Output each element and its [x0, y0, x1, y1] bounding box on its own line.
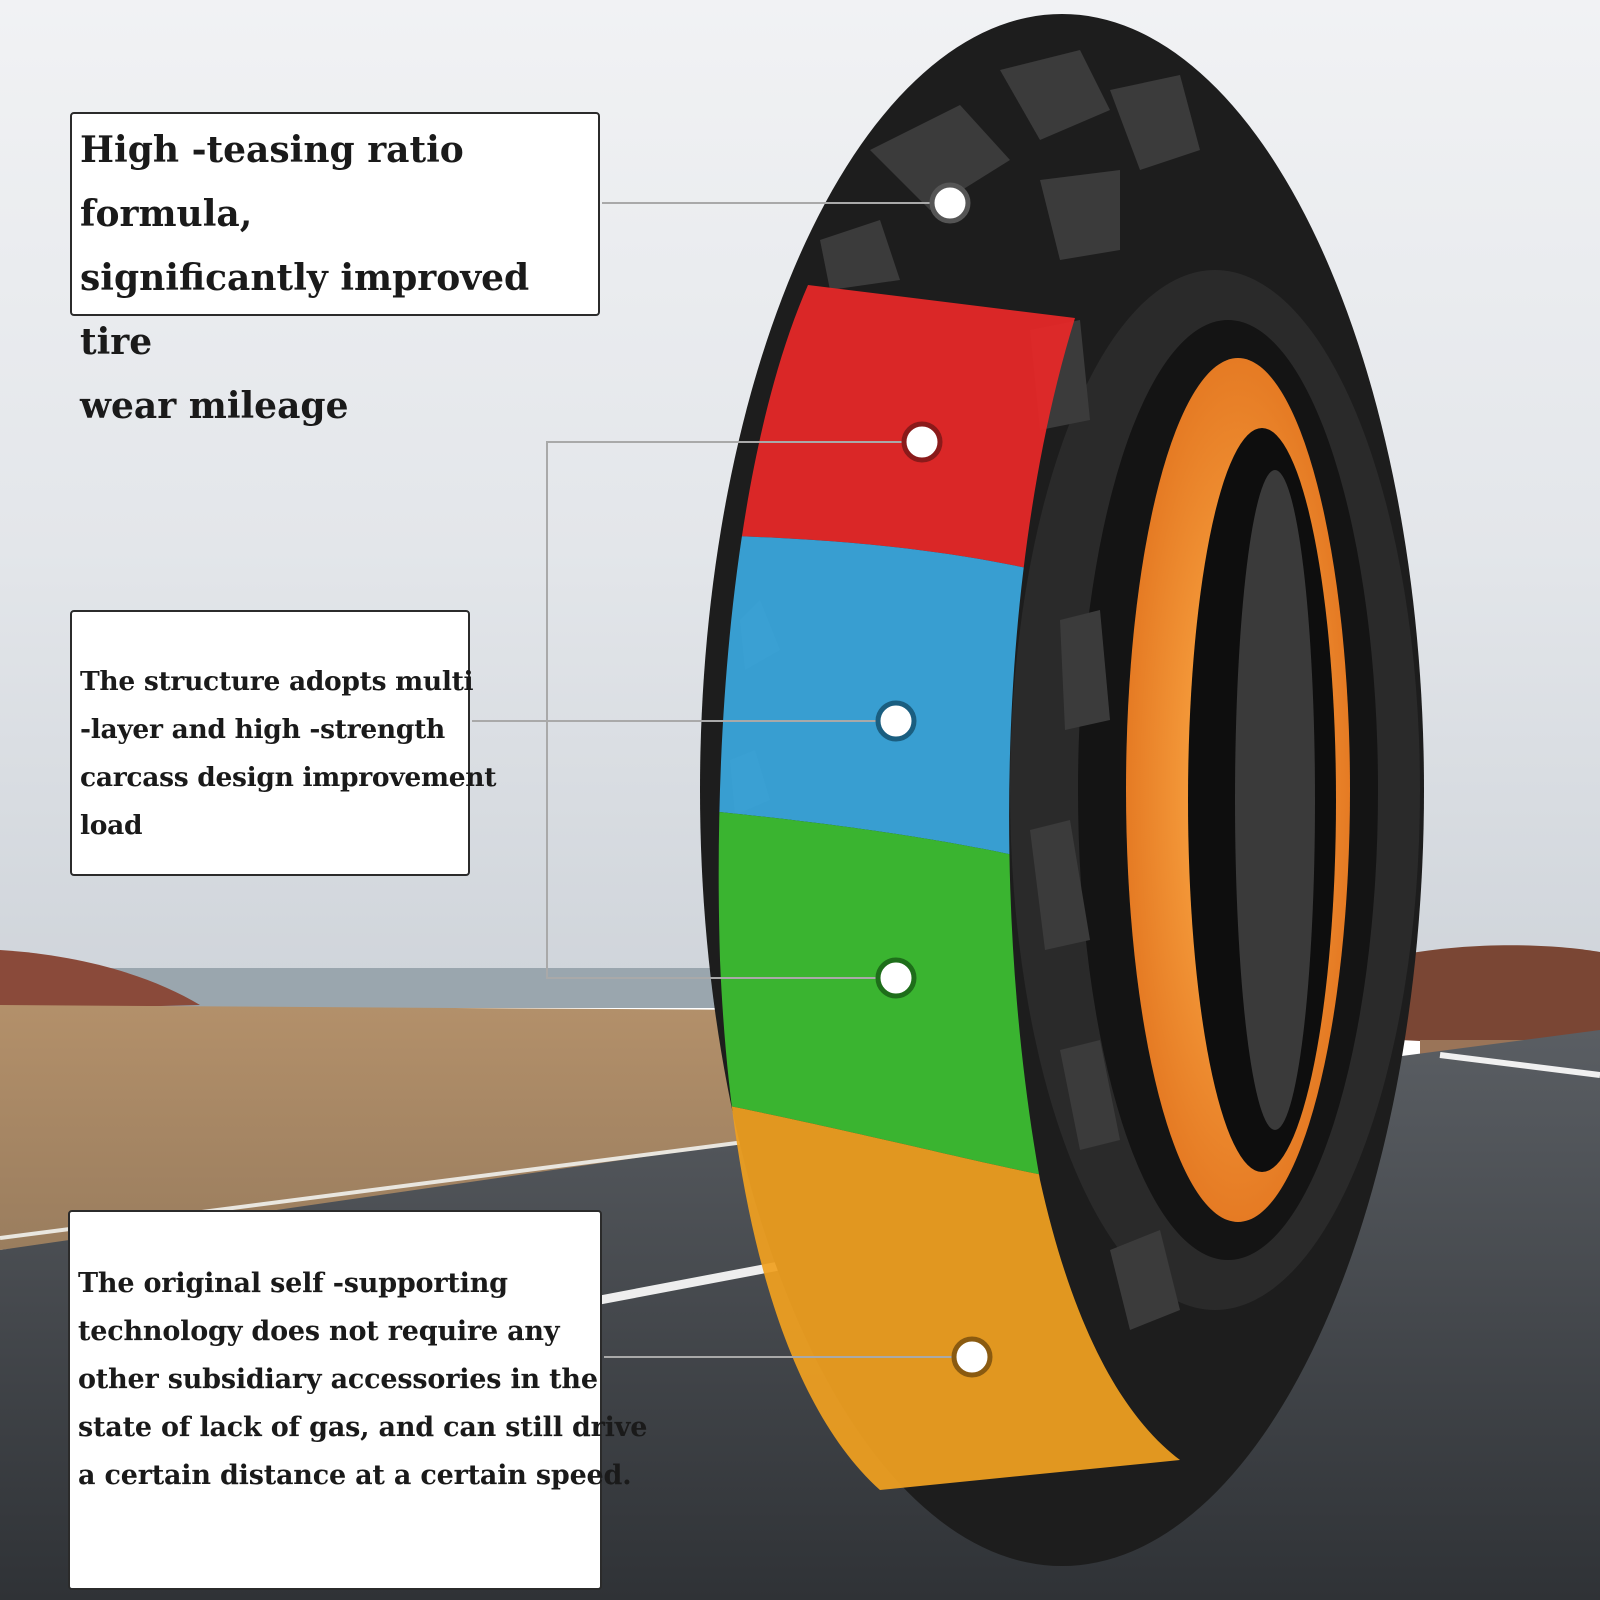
callout-line: a certain distance at a certain speed.	[78, 1460, 632, 1491]
callout-wear-mileage: High -teasing ratio formula, significant…	[70, 112, 600, 427]
callout-line: -layer and high -strength	[80, 714, 446, 745]
hills-right	[1400, 945, 1600, 1050]
marker-dot	[901, 421, 943, 463]
tire-hole-tread	[1235, 470, 1315, 1130]
marker-dot	[929, 182, 971, 224]
road-right-line	[1439, 1052, 1600, 1078]
ground-left	[0, 1005, 760, 1250]
callout-line: other subsidiary accessories in the	[78, 1364, 598, 1395]
marker-dot	[875, 957, 917, 999]
marker-dot	[875, 700, 917, 742]
callout-line: wear mileage	[80, 385, 349, 427]
callout-line: significantly improved tire	[80, 257, 530, 363]
callout-line: carcass design improvement	[80, 762, 497, 793]
callout-carcass-design: The structure adopts multi -layer and hi…	[70, 610, 497, 876]
layer-red	[718, 285, 1100, 585]
leader-line-bracket	[546, 441, 920, 979]
callout-line: High -teasing ratio formula,	[80, 129, 464, 235]
marker-dot	[951, 1336, 993, 1378]
callout-line: technology does not require any	[78, 1316, 560, 1347]
callout-line: The original self -supporting	[78, 1268, 508, 1299]
callout-self-supporting: The original self -supporting technology…	[68, 1210, 648, 1590]
marker-dots	[875, 182, 993, 1378]
callout-line: state of lack of gas, and can still driv…	[78, 1412, 648, 1443]
leader-lines	[472, 202, 970, 1358]
hills-left	[0, 950, 200, 1010]
callout-line: load	[80, 810, 143, 841]
callout-line: The structure adopts multi	[80, 666, 474, 697]
